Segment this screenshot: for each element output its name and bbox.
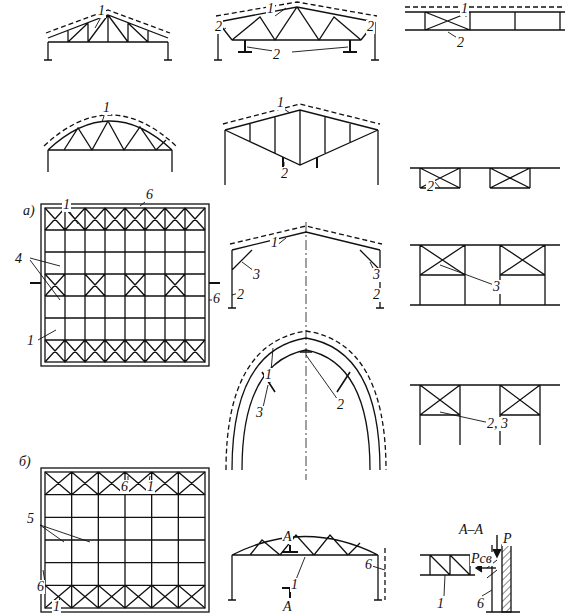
callout-number: 4 <box>14 252 23 266</box>
force-label: P <box>502 532 513 546</box>
callout-number: 2 <box>456 36 465 50</box>
callout-number: 3 <box>255 406 264 420</box>
force-label: Pсв <box>470 552 493 566</box>
callout-number: 1 <box>460 2 469 16</box>
callout-number: 1 <box>266 2 275 16</box>
callout-number: 3 <box>372 268 381 282</box>
callout-number: 6 <box>145 188 154 202</box>
callout-number: 6 <box>212 292 221 306</box>
callout-number: 1 <box>102 101 111 115</box>
callout-number: 1 <box>264 368 273 382</box>
callout-number: 2 <box>280 167 289 181</box>
callout-number: 2 <box>372 288 381 302</box>
callout-number: 3 <box>492 280 501 294</box>
callout-number: 1 <box>52 600 61 614</box>
callout-number: 1 <box>146 480 155 494</box>
callout-number: 2, 3 <box>486 417 509 431</box>
callout-number: 6 <box>36 580 45 594</box>
callout-number: 6 <box>476 597 485 611</box>
callout-number: 2 <box>336 398 345 412</box>
callout-number: 1 <box>290 578 299 592</box>
callout-number: 6 <box>364 558 373 572</box>
callout-number: 6 <box>120 480 129 494</box>
callout-number: 2 <box>214 20 223 34</box>
callout-number: 1 <box>97 4 106 18</box>
callout-number: 1 <box>62 198 71 212</box>
callout-number: 2 <box>366 20 375 34</box>
callout-number: 1 <box>270 236 279 250</box>
section-title: A–A <box>458 523 484 537</box>
callout-number: 2 <box>426 180 435 194</box>
callout-number: 1 <box>26 334 35 348</box>
callout-number: 1 <box>436 597 445 611</box>
callout-number: 2 <box>236 288 245 302</box>
figure-letter: б) <box>18 455 32 469</box>
section-letter: A <box>282 600 293 614</box>
callout-number: 3 <box>252 268 261 282</box>
callout-number: 5 <box>26 512 35 526</box>
callout-number: 2 <box>272 48 281 62</box>
callout-number: 1 <box>276 96 285 110</box>
figure-letter: a) <box>22 204 36 218</box>
section-letter: A <box>282 530 293 544</box>
